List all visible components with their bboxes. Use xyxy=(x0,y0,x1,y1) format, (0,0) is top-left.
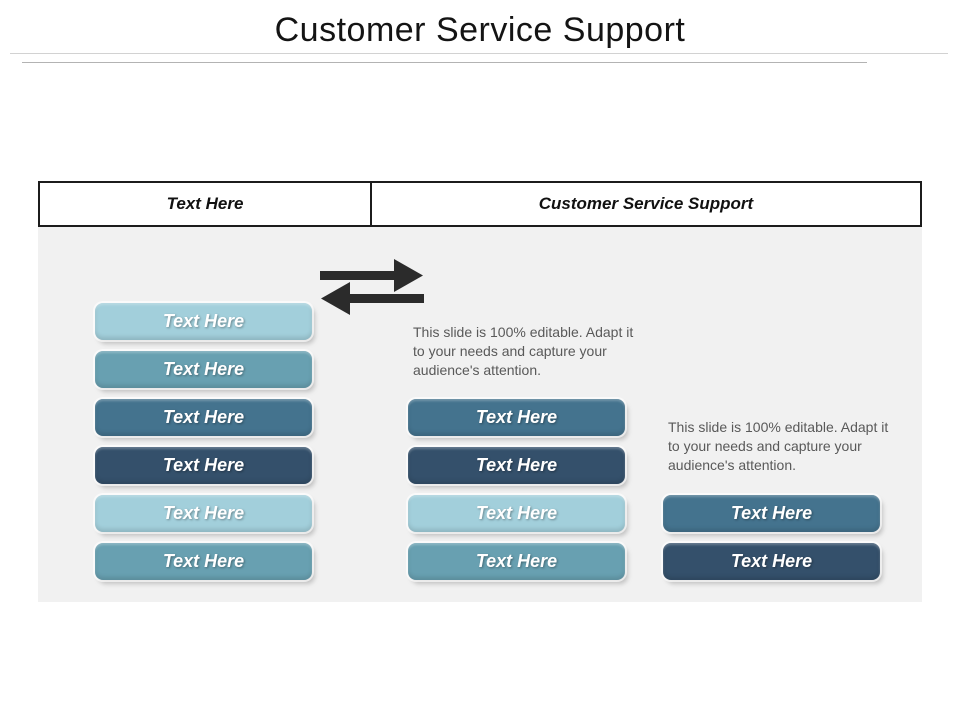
title-divider-top xyxy=(10,53,948,54)
text-here-button[interactable]: Text Here xyxy=(95,303,312,340)
text-here-button[interactable]: Text Here xyxy=(663,495,880,532)
text-here-button[interactable]: Text Here xyxy=(95,495,312,532)
summary-table-header: Text Here Customer Service Support xyxy=(38,181,922,227)
text-here-button[interactable]: Text Here xyxy=(95,399,312,436)
text-here-button[interactable]: Text Here xyxy=(95,351,312,388)
text-here-button[interactable]: Text Here xyxy=(408,447,625,484)
text-here-button[interactable]: Text Here xyxy=(408,543,625,580)
editable-note-right: This slide is 100% editable. Adapt it to… xyxy=(668,419,889,473)
text-here-button[interactable]: Text Here xyxy=(95,543,312,580)
swap-arrows-icon xyxy=(320,259,424,315)
header-cell-right: Customer Service Support xyxy=(538,194,754,213)
text-here-button[interactable]: Text Here xyxy=(95,447,312,484)
table-body-panel: This slide is 100% editable. Adapt it to… xyxy=(38,227,922,602)
text-here-button[interactable]: Text Here xyxy=(408,495,625,532)
text-here-button[interactable]: Text Here xyxy=(408,399,625,436)
title-divider-bottom xyxy=(22,62,867,63)
text-here-button[interactable]: Text Here xyxy=(663,543,880,580)
header-cell-left: Text Here xyxy=(40,183,372,225)
page-title: Customer Service Support xyxy=(274,11,686,49)
editable-note-middle: This slide is 100% editable. Adapt it to… xyxy=(413,324,634,378)
